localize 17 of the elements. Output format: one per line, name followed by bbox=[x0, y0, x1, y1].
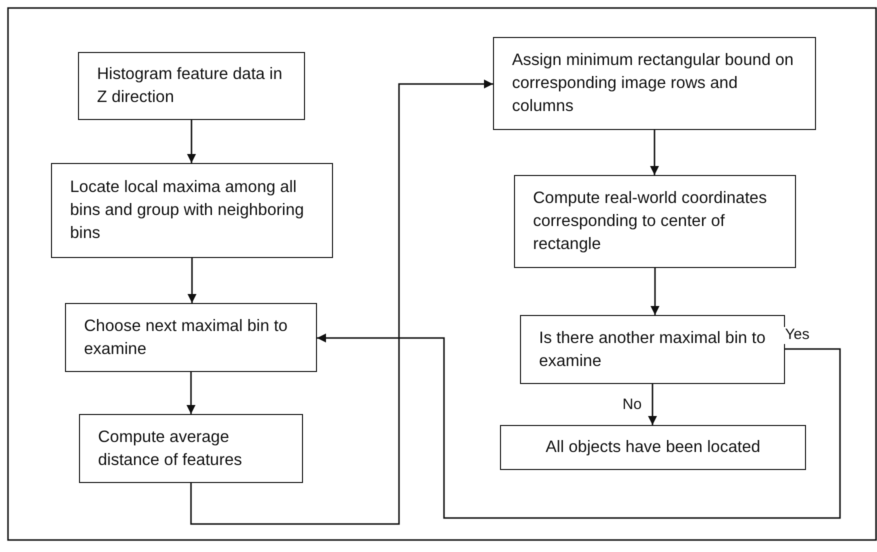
process-box: Compute average distance of features bbox=[79, 414, 303, 483]
process-box: All objects have been located bbox=[500, 425, 806, 470]
arrow bbox=[187, 120, 196, 163]
arrow bbox=[317, 334, 841, 519]
arrow bbox=[650, 268, 660, 315]
process-box: Locate local maxima among all bins and group with neighboring bins bbox=[51, 163, 333, 258]
process-box: Assign minimum rectangular bound on corresponding image rows and columns bbox=[493, 37, 816, 130]
arrow bbox=[188, 258, 196, 303]
edge-label: Yes bbox=[783, 327, 812, 344]
decision-box: Is there another maximal bin to examine bbox=[520, 315, 785, 384]
process-box: Histogram feature data in Z direction bbox=[78, 52, 305, 120]
process-box: Choose next maximal bin to examine bbox=[65, 303, 317, 372]
process-box: Compute real-world coordinates corresponding to center of rectangle bbox=[514, 175, 796, 268]
arrow bbox=[648, 384, 657, 425]
arrow bbox=[186, 372, 196, 414]
arrow bbox=[650, 130, 659, 175]
arrow bbox=[190, 80, 493, 525]
